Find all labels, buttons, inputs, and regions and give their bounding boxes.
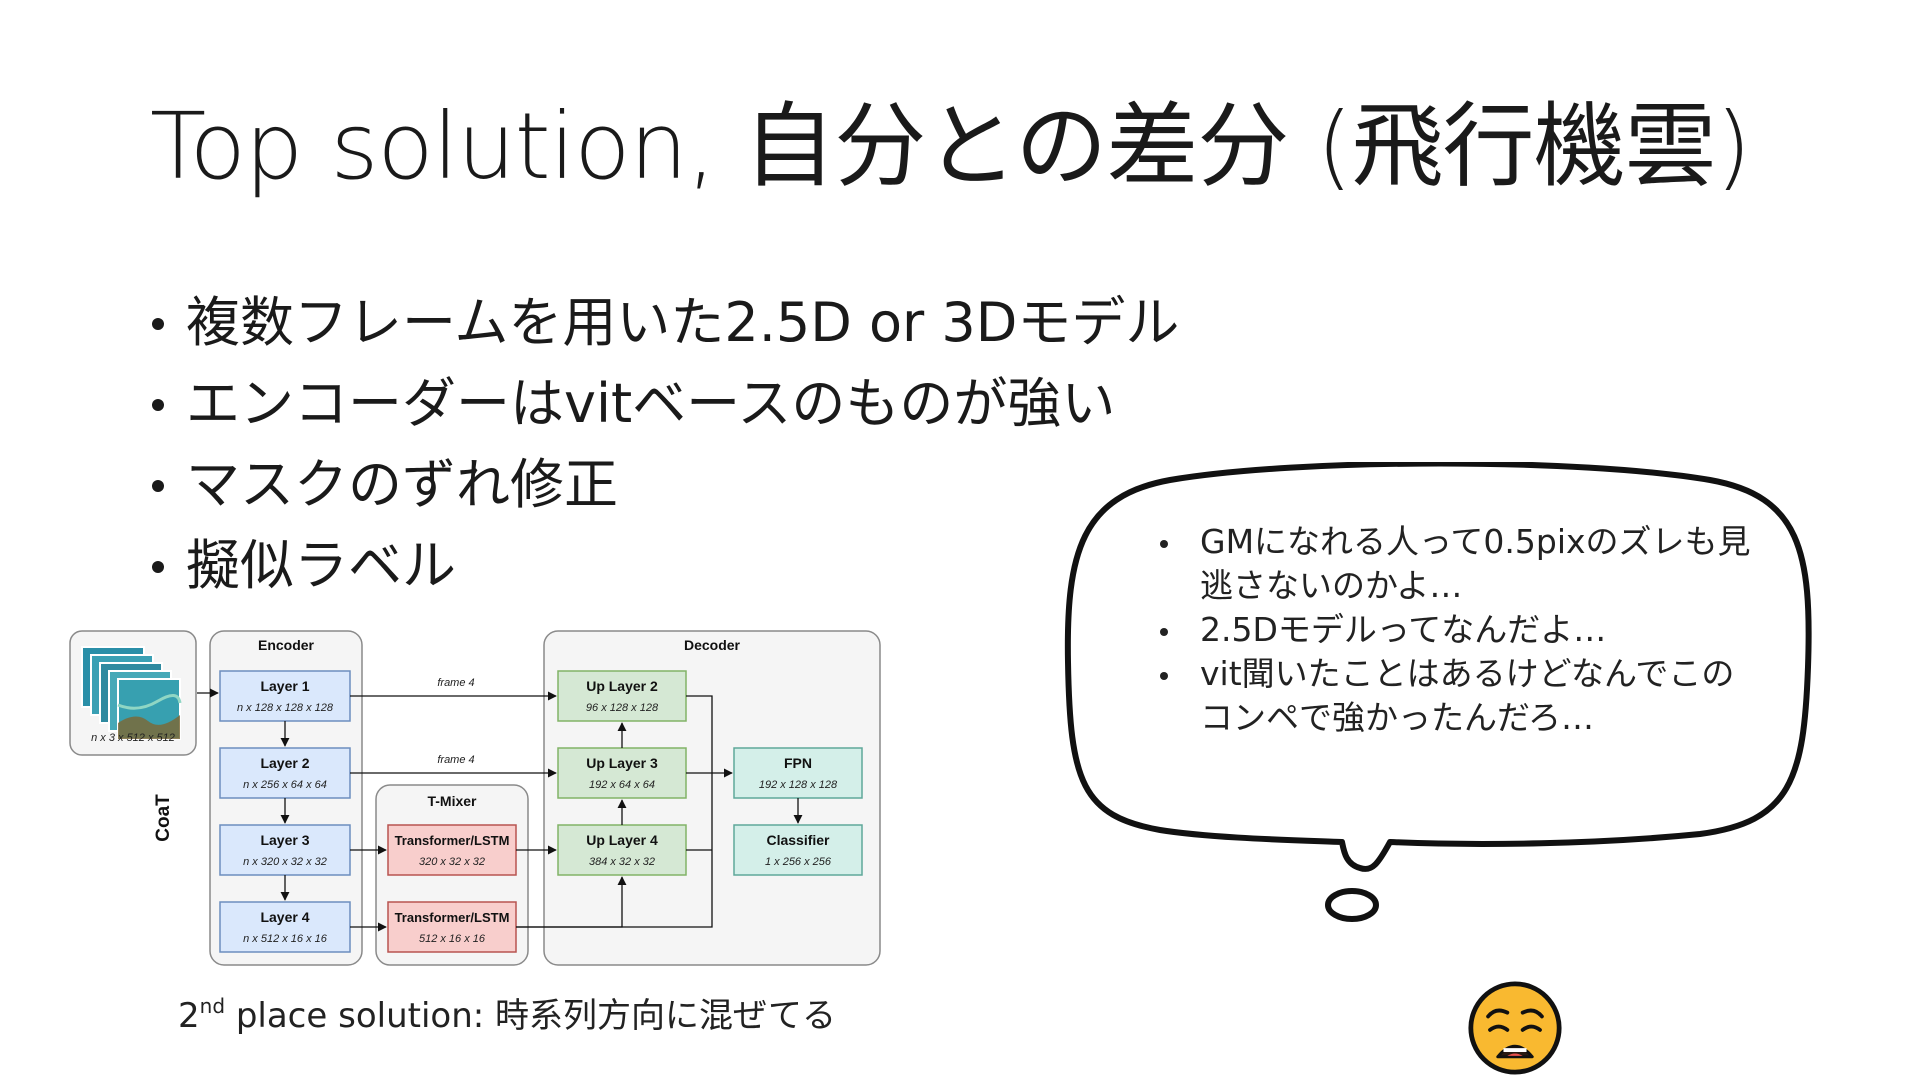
tmixer-block-2: Transformer/LSTM 512 x 16 x 16 <box>387 901 517 953</box>
thought-bubble-dot <box>1325 888 1379 922</box>
layer-name: Layer 4 <box>260 909 309 925</box>
up-layer-name: Up Layer 3 <box>586 755 658 771</box>
encoder-layer-4: Layer 4 n x 512 x 16 x 16 <box>219 901 351 953</box>
thought-bubble-list: GMになれる人って0.5pixのズレも見逃さないのかよ… 2.5Dモデルってなん… <box>1160 520 1760 740</box>
block-name: Transformer/LSTM <box>395 910 510 925</box>
up-layer-name: Up Layer 2 <box>586 678 658 694</box>
thought-bubble-outline <box>1064 462 1812 872</box>
architecture-diagram: n x 3 x 512 x 512 CoaT Encoder Layer 1 n… <box>69 630 881 966</box>
decoder-up-layer-3: Up Layer 3 192 x 64 x 64 <box>557 747 687 799</box>
layer-shape: n x 320 x 32 x 32 <box>243 856 327 868</box>
up-layer-shape: 96 x 128 x 128 <box>586 702 659 714</box>
decoder-fpn: FPN 192 x 128 x 128 <box>733 747 863 799</box>
classifier-name: Classifier <box>766 832 830 848</box>
skip-label: frame 4 <box>437 677 474 689</box>
layer-shape: n x 512 x 16 x 16 <box>243 933 328 945</box>
decoder-up-layer-4: Up Layer 4 384 x 32 x 32 <box>557 824 687 876</box>
encoder-layer-3: Layer 3 n x 320 x 32 x 32 <box>219 824 351 876</box>
layer-name: Layer 1 <box>260 678 309 694</box>
thought-bubble-item: vit聞いたことはあるけどなんでこのコンペで強かったんだろ… <box>1160 652 1760 740</box>
block-shape: 320 x 32 x 32 <box>419 856 485 868</box>
thought-bubble <box>1064 462 1812 922</box>
layer-name: Layer 3 <box>260 832 309 848</box>
decoder-title: Decoder <box>684 637 741 653</box>
up-layer-shape: 384 x 32 x 32 <box>589 856 655 868</box>
input-shape-label: n x 3 x 512 x 512 <box>91 732 175 744</box>
decoder-up-layer-2: Up Layer 2 96 x 128 x 128 <box>557 670 687 722</box>
encoder-title: Encoder <box>258 637 315 653</box>
thought-bubble-item: GMになれる人って0.5pixのズレも見逃さないのかよ… <box>1160 520 1760 608</box>
skip-label: frame 4 <box>437 754 474 766</box>
bullet-list: 複数フレームを用いた2.5D or 3Dモデル エンコーダーはvitベースのもの… <box>150 282 1179 606</box>
layer-name: Layer 2 <box>260 755 309 771</box>
backbone-label: CoaT <box>153 794 174 842</box>
diagram-arrows <box>197 688 803 932</box>
diagram-caption: 2nd place solution: 時系列方向に混ぜてる <box>178 988 836 1037</box>
bullet-item: マスクのずれ修正 <box>150 444 1179 525</box>
encoder-layer-1: Layer 1 n x 128 x 128 x 128 <box>219 670 351 722</box>
up-layer-shape: 192 x 64 x 64 <box>589 779 655 791</box>
bullet-item: 擬似ラベル <box>150 525 1179 606</box>
encoder-layer-2: Layer 2 n x 256 x 64 x 64 <box>219 747 351 799</box>
bullet-item: エンコーダーはvitベースのものが強い <box>150 363 1179 444</box>
bullet-item: 複数フレームを用いた2.5D or 3Dモデル <box>150 282 1179 363</box>
layer-shape: n x 256 x 64 x 64 <box>243 779 327 791</box>
up-layer-name: Up Layer 4 <box>586 832 658 848</box>
tmixer-block-1: Transformer/LSTM 320 x 32 x 32 <box>387 824 517 876</box>
slide-title: Top solution, 自分との差分 (飛行機雲) <box>150 93 1751 200</box>
fpn-shape: 192 x 128 x 128 <box>759 779 838 791</box>
caption-rank-suffix: nd <box>199 994 226 1018</box>
block-name: Transformer/LSTM <box>395 833 510 848</box>
fpn-name: FPN <box>784 755 812 771</box>
weary-face-icon <box>1468 981 1562 1075</box>
block-shape: 512 x 16 x 16 <box>419 933 486 945</box>
thought-bubble-item: 2.5Dモデルってなんだよ… <box>1160 608 1760 652</box>
classifier-shape: 1 x 256 x 256 <box>765 856 832 868</box>
input-frames-image <box>81 646 182 740</box>
caption-rank-number: 2 <box>178 996 200 1036</box>
caption-text: place solution: 時系列方向に混ぜてる <box>225 996 837 1036</box>
decoder-classifier: Classifier 1 x 256 x 256 <box>733 824 863 876</box>
tmixer-title: T-Mixer <box>427 793 477 809</box>
layer-shape: n x 128 x 128 x 128 <box>237 702 334 714</box>
